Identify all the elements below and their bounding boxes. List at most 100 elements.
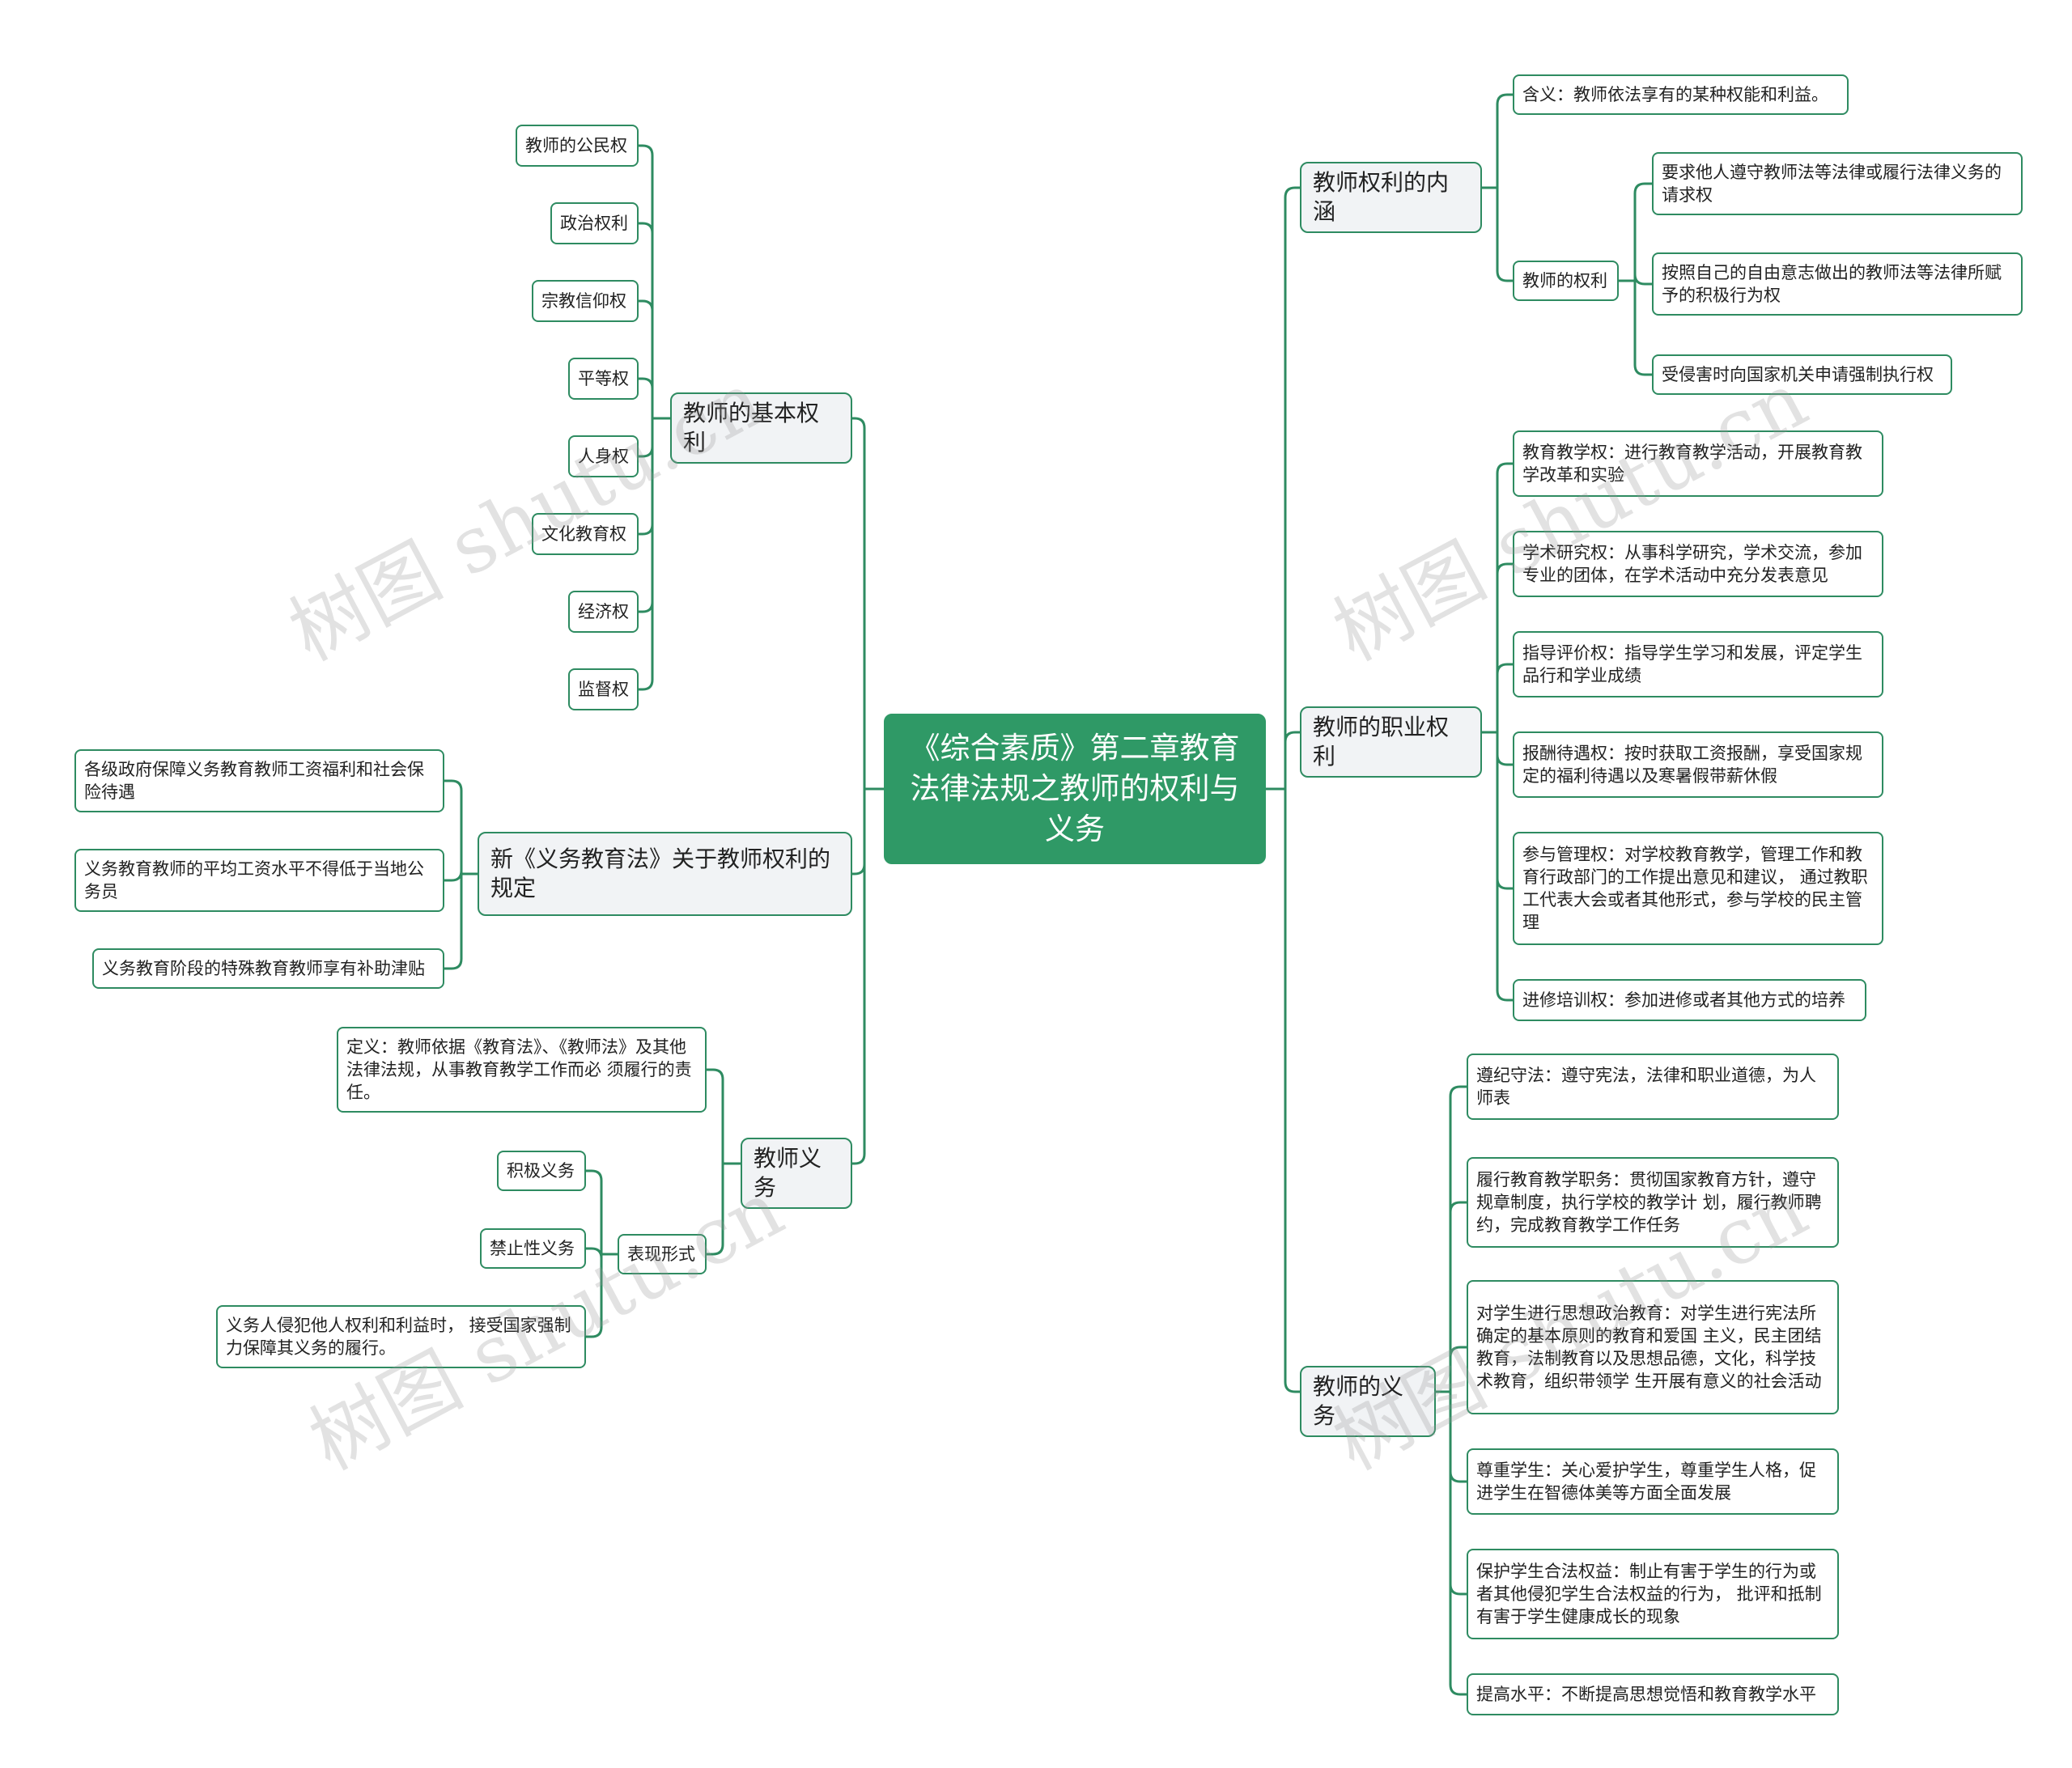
basic-right-item[interactable]: 教师的公民权 (516, 125, 639, 167)
teacher-duty-item[interactable]: 提高水平：不断提高思想觉悟和教育教学水平 (1467, 1673, 1839, 1715)
connector-line (1449, 1085, 1467, 1392)
connector-line (1496, 732, 1513, 890)
connector-line (639, 222, 654, 418)
teacher-duty-item-label: 遵纪守法：遵守宪法，法律和职业道德，为人师表 (1476, 1066, 1816, 1108)
professional-right-item[interactable]: 报酬待遇权：按时获取工资报酬，享受国家规定的福利待遇以及寒暑假带薪休假 (1513, 731, 1883, 798)
professional-right-item-label: 报酬待遇权：按时获取工资报酬，享受国家规定的福利待遇以及寒暑假带薪休假 (1522, 744, 1862, 786)
basic-right-item-label: 人身权 (578, 447, 629, 466)
obligation-definition-label: 定义：教师依据《教育法》、《教师法》及其他法律法规，从事教育教学工作而必 须履行… (346, 1037, 692, 1102)
teacher-duty-item[interactable]: 保护学生合法权益：制止有害于学生的行为或者其他侵犯学生合法权益的行为， 批评和抵… (1467, 1549, 1839, 1639)
obligation-form-item-label: 积极义务 (507, 1161, 575, 1181)
teacher-rights-node[interactable]: 教师的权利 (1513, 261, 1619, 301)
basic-right-item[interactable]: 经济权 (568, 591, 639, 633)
connector-line (707, 1068, 724, 1164)
teacher-duty-item[interactable]: 遵纪守法：遵守宪法，法律和职业道德，为人师表 (1467, 1054, 1839, 1120)
branch-teacher-obligations-label: 教师义务 (754, 1145, 822, 1201)
connector-line (1449, 1392, 1467, 1483)
root-topic[interactable]: 《综合素质》第二章教育法律法规之教师的权利与义务 (884, 714, 1266, 864)
obligation-form-item[interactable]: 积极义务 (497, 1151, 586, 1191)
basic-right-item[interactable]: 监督权 (568, 668, 639, 710)
connector-line (1449, 1392, 1467, 1596)
teacher-right-item-label: 受侵害时向国家机关申请强制执行权 (1662, 365, 1934, 384)
teacher-right-item-label: 要求他人遵守教师法等法律或履行法律义务的请求权 (1662, 163, 2002, 205)
connector-line (639, 299, 654, 418)
teacher-duty-item[interactable]: 尊重学生：关心爱护学生，尊重学生人格，促进学生在智德体美等方面全面发展 (1467, 1448, 1839, 1515)
law-provision-item-label: 义务教育阶段的特殊教育教师享有补助津贴 (102, 959, 425, 978)
obligation-form-item-label: 禁止性义务 (490, 1239, 575, 1258)
professional-right-item[interactable]: 学术研究权：从事科学研究，学术交流，参加专业的团体，在学术活动中充分发表意见 (1513, 531, 1883, 597)
teacher-duty-item[interactable]: 履行教育教学职务：贯彻国家教育方针，遵守规章制度，执行学校的教学计 划，履行教师… (1467, 1157, 1839, 1248)
connector-line (1284, 789, 1300, 1393)
teacher-duty-item-label: 尊重学生：关心爱护学生，尊重学生人格，促进学生在智德体美等方面全面发展 (1476, 1461, 1816, 1503)
basic-right-item-label: 政治权利 (560, 214, 628, 233)
teacher-duty-item-label: 对学生进行思想政治教育：对学生进行宪法所确定的基本原则的教育和爱国 主义，民主团… (1476, 1304, 1822, 1391)
branch-professional-rights[interactable]: 教师的职业权利 (1300, 706, 1482, 778)
branch-rights-meaning[interactable]: 教师权利的内涵 (1300, 162, 1482, 233)
law-provision-item-label: 义务教育教师的平均工资水平不得低于当地公务员 (84, 859, 424, 901)
connector-line (1284, 731, 1300, 789)
basic-right-item[interactable]: 平等权 (568, 358, 639, 400)
obligation-form-item-label: 义务人侵犯他人权利和利益时， 接受国家强制力保障其义务的履行。 (226, 1316, 571, 1358)
connector-line (1496, 562, 1513, 732)
branch-professional-rights-label: 教师的职业权利 (1313, 714, 1450, 770)
connector-line (639, 418, 654, 536)
connector-line (444, 874, 463, 970)
connector-line (1633, 281, 1652, 376)
connector-line (444, 779, 463, 874)
connector-line (852, 789, 866, 1165)
law-provision-item[interactable]: 义务教育教师的平均工资水平不得低于当地公务员 (74, 849, 444, 912)
connector-line (852, 789, 866, 876)
professional-right-item[interactable]: 指导评价权：指导学生学习和发展，评定学生品行和学业成绩 (1513, 631, 1883, 697)
obligation-forms-label: 表现形式 (627, 1244, 695, 1264)
branch-rights-meaning-label: 教师权利的内涵 (1313, 169, 1450, 225)
professional-right-item[interactable]: 教育教学权：进行教育教学活动，开展教育教学改革和实验 (1513, 430, 1883, 497)
connector-line (1496, 732, 1513, 1002)
connector-line (1449, 1201, 1467, 1392)
connector-line (586, 1254, 603, 1338)
law-provision-item[interactable]: 各级政府保障义务教育教师工资福利和社会保险待遇 (74, 749, 444, 812)
connector-line (1496, 188, 1513, 282)
branch-compulsory-education-law[interactable]: 新《义务教育法》关于教师权利的规定 (478, 832, 852, 916)
basic-right-item[interactable]: 人身权 (568, 435, 639, 477)
rights-definition[interactable]: 含义：教师依法享有的某种权能和利益。 (1513, 74, 1849, 115)
teacher-right-item[interactable]: 受侵害时向国家机关申请强制执行权 (1652, 354, 1952, 395)
connector-line (1496, 732, 1513, 766)
teacher-right-item-label: 按照自己的自由意志做出的教师法等法律所赋予的积极行为权 (1662, 263, 2002, 305)
professional-right-item[interactable]: 进修培训权：参加进修或者其他方式的培养 (1513, 979, 1866, 1021)
teacher-right-item[interactable]: 要求他人遵守教师法等法律或履行法律义务的请求权 (1652, 152, 2023, 215)
basic-right-item-label: 宗教信仰权 (541, 291, 626, 311)
connector-line (852, 417, 866, 789)
teacher-rights-node-label: 教师的权利 (1522, 271, 1607, 290)
obligation-forms[interactable]: 表现形式 (618, 1234, 707, 1274)
branch-compulsory-education-law-label: 新《义务教育法》关于教师权利的规定 (490, 846, 831, 901)
branch-teacher-obligations[interactable]: 教师义务 (741, 1138, 852, 1209)
connector-line (1449, 1346, 1467, 1392)
law-provision-item-label: 各级政府保障义务教育教师工资福利和社会保险待遇 (84, 760, 424, 802)
basic-right-item-label: 平等权 (578, 369, 629, 388)
connector-line (639, 377, 654, 418)
basic-right-item-label: 教师的公民权 (525, 136, 627, 155)
branch-teacher-duties[interactable]: 教师的义务 (1300, 1366, 1436, 1437)
connector-line (586, 1169, 603, 1254)
obligation-form-item[interactable]: 义务人侵犯他人权利和利益时， 接受国家强制力保障其义务的履行。 (216, 1305, 586, 1368)
obligation-form-item[interactable]: 禁止性义务 (480, 1228, 586, 1269)
basic-right-item-label: 监督权 (578, 680, 629, 699)
connector-line (1496, 93, 1513, 188)
branch-teacher-duties-label: 教师的义务 (1313, 1373, 1404, 1429)
connector-line (586, 1247, 603, 1259)
connector-line (639, 418, 654, 458)
basic-right-item[interactable]: 宗教信仰权 (532, 280, 639, 322)
teacher-duty-item[interactable]: 对学生进行思想政治教育：对学生进行宪法所确定的基本原则的教育和爱国 主义，民主团… (1467, 1280, 1839, 1414)
obligation-definition[interactable]: 定义：教师依据《教育法》、《教师法》及其他法律法规，从事教育教学工作而必 须履行… (337, 1027, 707, 1113)
rights-definition-label: 含义：教师依法享有的某种权能和利益。 (1522, 85, 1828, 104)
basic-right-item[interactable]: 文化教育权 (532, 513, 639, 555)
basic-right-item-label: 文化教育权 (541, 524, 626, 544)
professional-right-item[interactable]: 参与管理权：对学校教育教学，管理工作和教育行政部门的工作提出意见和建议， 通过教… (1513, 832, 1883, 945)
law-provision-item[interactable]: 义务教育阶段的特殊教育教师享有补助津贴 (92, 948, 444, 989)
basic-right-item[interactable]: 政治权利 (550, 202, 639, 244)
connector-line (639, 418, 654, 613)
branch-basic-rights[interactable]: 教师的基本权利 (670, 392, 852, 464)
professional-right-item-label: 学术研究权：从事科学研究，学术交流，参加专业的团体，在学术活动中充分发表意见 (1522, 543, 1862, 585)
teacher-right-item[interactable]: 按照自己的自由意志做出的教师法等法律所赋予的积极行为权 (1652, 252, 2023, 316)
